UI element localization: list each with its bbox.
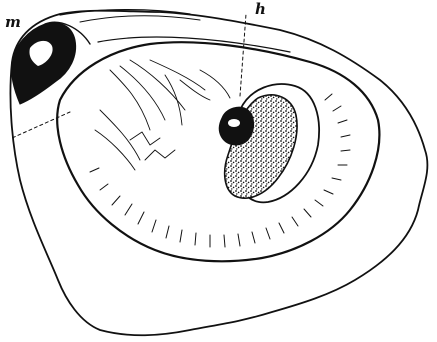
label-h: h: [255, 2, 266, 17]
shell-inner-outline: [57, 42, 379, 261]
leader-line-h: [240, 14, 246, 96]
mantle-striations: [90, 94, 350, 247]
hinge-ridge-2: [80, 16, 200, 22]
label-m: m: [5, 15, 21, 30]
gill-sketch: [95, 60, 230, 170]
leader-line-m: [12, 112, 70, 138]
pericardium-highlight: [228, 119, 240, 127]
